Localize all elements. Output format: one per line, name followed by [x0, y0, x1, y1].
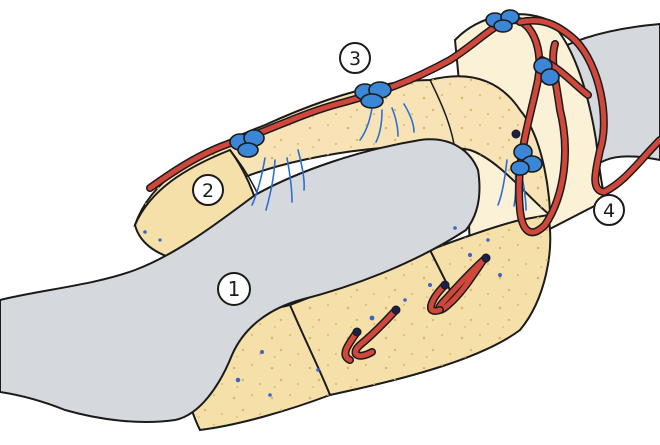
callout-3: 3 [340, 43, 370, 73]
callout-4-label: 4 [603, 200, 615, 222]
callout-4: 4 [594, 195, 624, 225]
callout-1: 1 [218, 273, 250, 305]
callout-3-label: 3 [349, 48, 361, 70]
callout-2: 2 [193, 175, 223, 205]
callout-2-label: 2 [202, 180, 214, 202]
callout-1-label: 1 [228, 277, 241, 301]
